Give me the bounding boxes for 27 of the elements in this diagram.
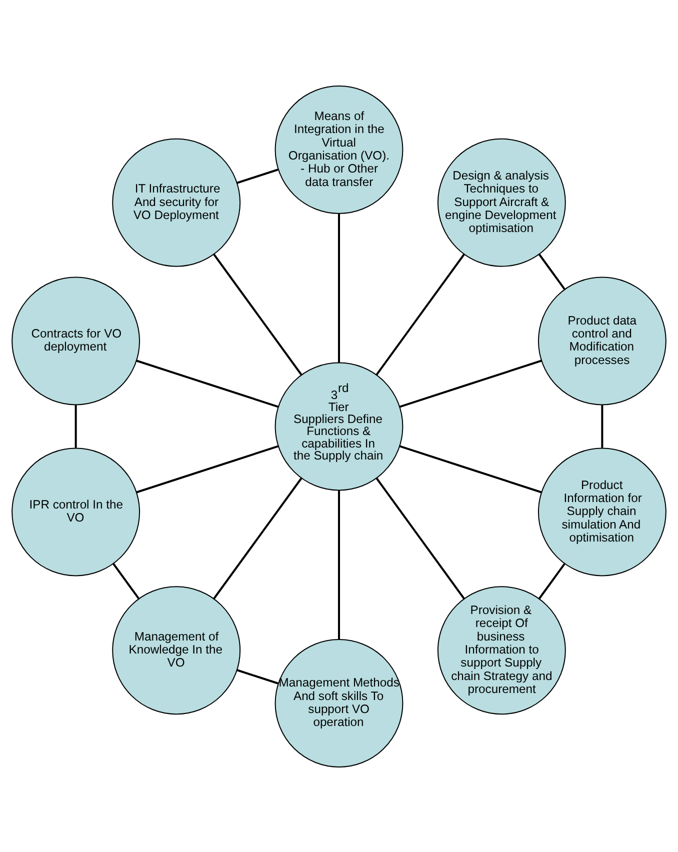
node-circle: Design & analysis Techniques to Support Aircraft & engine Development optimisation [437, 138, 566, 266]
node-circle: IT Infrastructure And security for VO Deployment [112, 138, 241, 266]
connector [136, 359, 279, 408]
node-circle: Means of Integration in the Virtual Organisation (VO). - Hub or Other data transfer [274, 85, 404, 214]
connector [376, 253, 465, 375]
node-circle: Contracts for VO deployment [12, 276, 140, 405]
node-circle: IPR control In the VO [12, 447, 140, 576]
connector [136, 444, 279, 493]
connector [112, 562, 140, 599]
connector [74, 404, 77, 448]
connector [236, 168, 278, 184]
connector [338, 213, 340, 362]
connector [538, 253, 566, 290]
connector [338, 490, 340, 639]
node-circle: Provision & receipt Of business Information to support Supply chain Strategy and procurement [437, 586, 566, 714]
connector [213, 253, 302, 375]
connector [601, 404, 604, 448]
node-circle: Management Methods And soft skills To support VO operation [274, 638, 404, 767]
connector [213, 477, 302, 599]
node-circle: Product data control and Modification processes [538, 276, 666, 405]
node-circle: Management of Knowledge In the VO [112, 586, 241, 714]
connector [399, 444, 542, 493]
node-circle: Product Information for Supply chain simulation And optimisation [538, 447, 666, 576]
connector [376, 477, 465, 599]
connector [538, 562, 566, 599]
connector [236, 668, 278, 684]
connector [399, 359, 542, 408]
